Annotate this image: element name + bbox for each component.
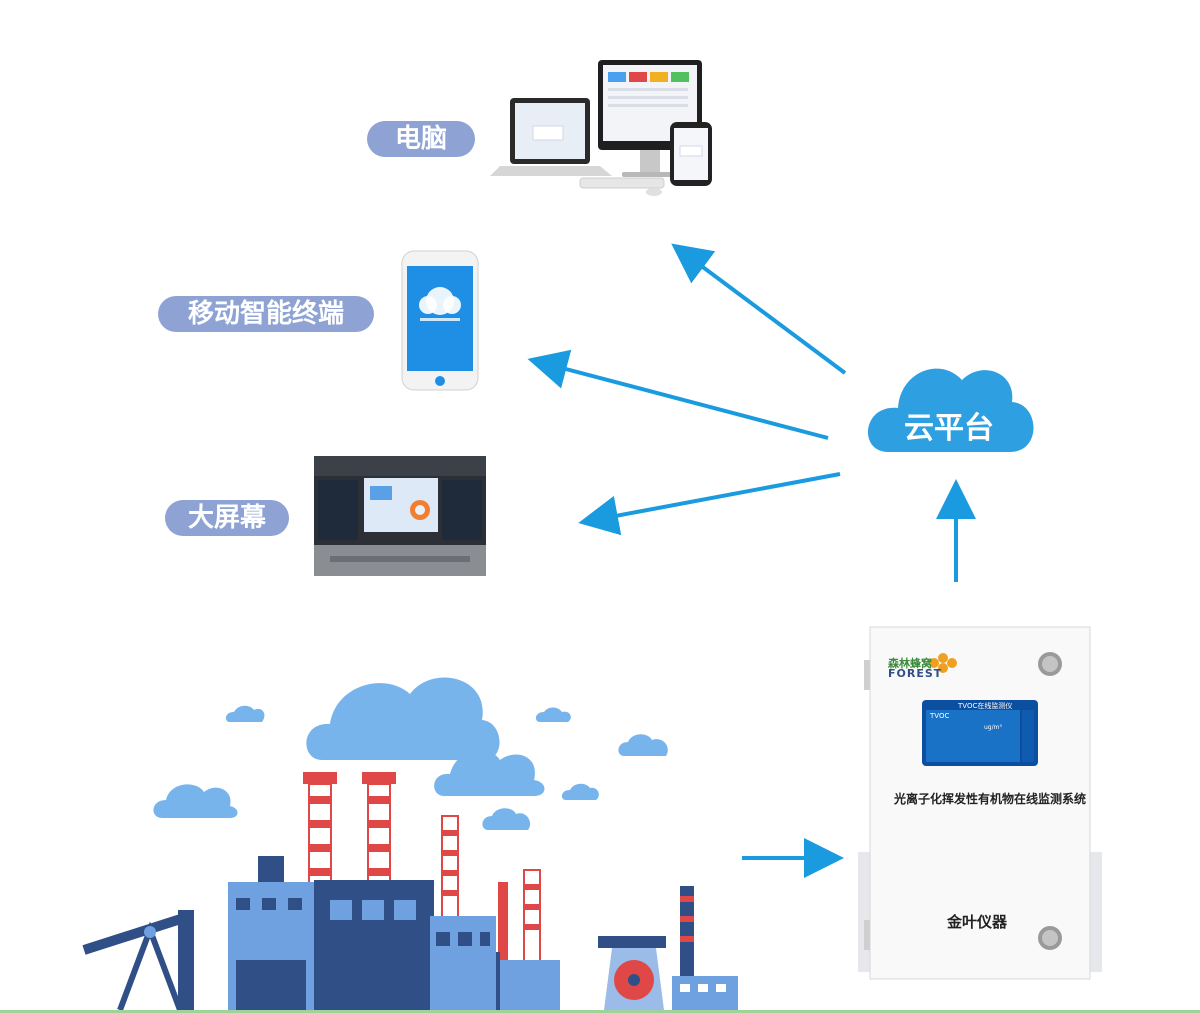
big-screen-illustration xyxy=(314,456,486,576)
cloud-platform-label: 云平台 xyxy=(904,411,994,446)
cloud-platform-icon xyxy=(867,368,1034,452)
brand-cn-text: 森林蜂窝 xyxy=(888,657,932,670)
arrow-to-computer xyxy=(671,243,847,375)
screen-unit-text: ug/m³ xyxy=(984,724,1002,731)
mobile-phone-illustration xyxy=(401,250,479,391)
screen-title-text: TVOC在线监测仪 xyxy=(958,702,1013,710)
product-name-text: 光离子化挥发性有机物在线监测系统 xyxy=(894,792,1087,806)
maker-name-text: 金叶仪器 xyxy=(947,913,1008,931)
sky-clouds xyxy=(153,677,668,830)
computer-label: 电脑 xyxy=(367,121,475,157)
computer-illustration xyxy=(490,60,712,196)
big-screen-label: 大屏幕 xyxy=(165,500,289,536)
monitoring-device xyxy=(858,626,1102,980)
factory-illustration xyxy=(82,772,738,1012)
arrow-to-screen xyxy=(578,472,841,536)
arrow-to-mobile xyxy=(527,349,829,440)
mobile-terminal-label: 移动智能终端 xyxy=(158,296,374,332)
brand-en-text: FOREST xyxy=(888,667,943,680)
ground-line xyxy=(0,1010,1200,1013)
screen-param-text: TVOC xyxy=(930,712,950,720)
